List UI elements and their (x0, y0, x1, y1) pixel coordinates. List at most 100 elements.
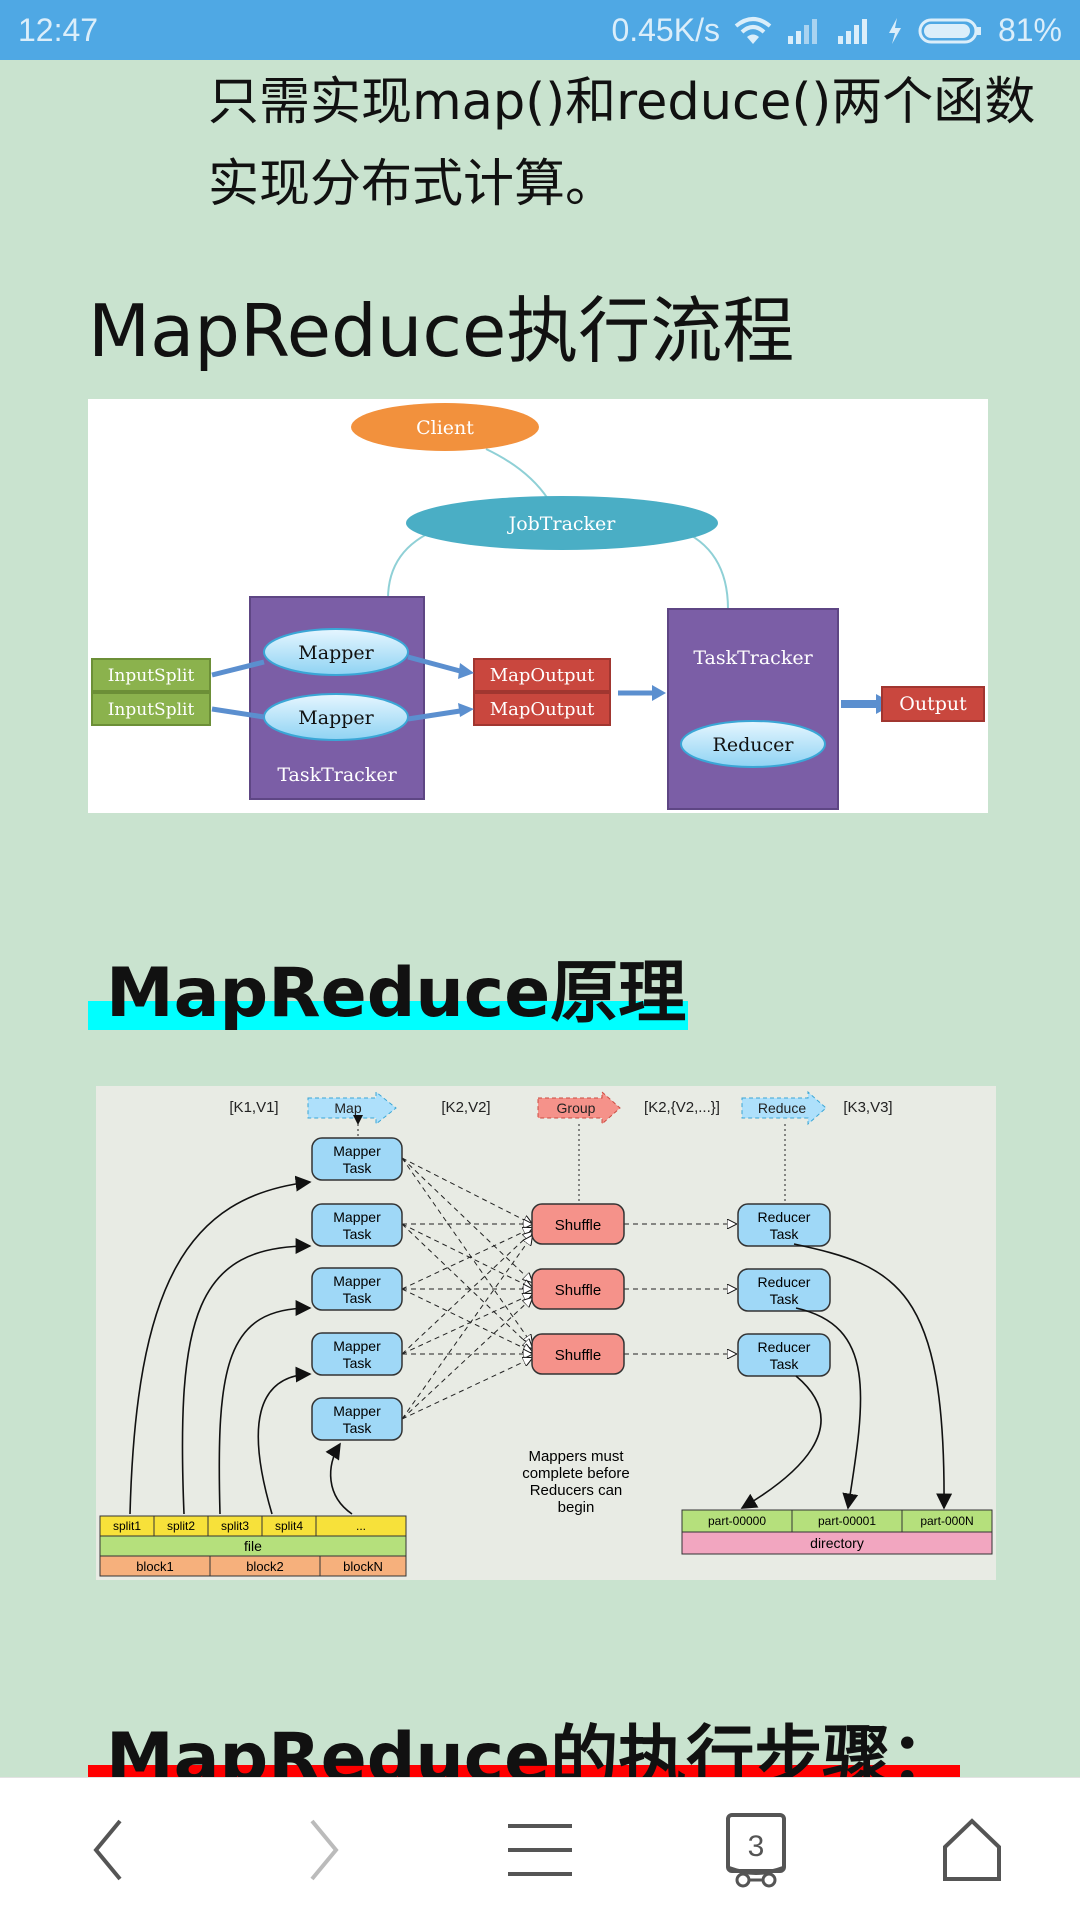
forward-button[interactable] (216, 1778, 432, 1921)
svg-text:part-00000: part-00000 (708, 1514, 766, 1528)
svg-text:Task: Task (343, 1290, 373, 1306)
reducer-task-1: Reducer Task (737, 1203, 831, 1247)
mapper-task-2: Mapper Task (311, 1203, 403, 1247)
figure-execution-flow: Client JobTracker TaskTracker Mapper Map… (88, 399, 988, 813)
svg-text:Reducer: Reducer (758, 1274, 811, 1290)
mapper-2-label: Mapper (298, 707, 374, 729)
charging-icon (888, 17, 901, 44)
svg-text:begin: begin (558, 1499, 595, 1516)
svg-text:Mapper: Mapper (333, 1403, 381, 1419)
mapoutput-1-label: MapOutput (490, 665, 595, 686)
svg-text:complete before: complete before (522, 1465, 630, 1482)
reduce-label: Reduce (758, 1100, 806, 1116)
svg-text:Task: Task (770, 1291, 800, 1307)
home-button[interactable] (864, 1778, 1080, 1921)
menu-icon (508, 1823, 572, 1876)
output-label: Output (899, 693, 967, 715)
svg-text:Reducer: Reducer (758, 1209, 811, 1225)
shuffle-1: Shuffle (531, 1203, 625, 1245)
battery-percent: 81% (997, 12, 1062, 48)
back-button[interactable] (0, 1778, 216, 1921)
browser-bottom-bar: 3 (0, 1777, 1080, 1921)
svg-text:Mappers must: Mappers must (528, 1448, 624, 1465)
svg-text:blockN: blockN (343, 1559, 383, 1574)
svg-text:Shuffle: Shuffle (555, 1282, 601, 1299)
svg-text:Mapper: Mapper (333, 1273, 381, 1289)
svg-text:directory: directory (810, 1535, 864, 1551)
kv1-label: [K1,V1] (229, 1099, 278, 1116)
reduce-arrow-shape (741, 1090, 827, 1126)
mapoutput-2 (473, 692, 611, 726)
mapoutput-1 (473, 658, 611, 692)
svg-text:Mapper: Mapper (333, 1143, 381, 1159)
svg-text:Task: Task (343, 1355, 373, 1371)
input-file-block: split1 split2 split3 split4 ... file blo… (99, 1515, 407, 1577)
article-paragraph: 只需实现map()和reduce()两个函数 实现分布式计算。 (208, 62, 1035, 226)
chevron-right-icon (310, 1819, 339, 1880)
mapper-task-4: Mapper Task (311, 1332, 403, 1376)
tasktracker-right (667, 608, 839, 810)
menu-button[interactable] (432, 1778, 648, 1921)
mapoutput-2-label: MapOutput (490, 699, 595, 720)
home-icon (943, 1817, 1001, 1881)
tabs-incognito-icon: 3 (726, 1812, 786, 1887)
paragraph-line-2: 实现分布式计算。 (208, 155, 617, 214)
battery-icon (918, 18, 981, 43)
inputsplit-1 (91, 658, 211, 692)
svg-text:split2: split2 (167, 1519, 195, 1533)
chevron-left-icon (93, 1819, 122, 1880)
tabs-button[interactable]: 3 (648, 1778, 864, 1921)
map-arrow-shape (307, 1090, 397, 1126)
inputsplit-2 (91, 692, 211, 726)
svg-text:Shuffle: Shuffle (555, 1347, 601, 1364)
jobtracker-label: JobTracker (507, 513, 617, 535)
reducer-node (680, 720, 826, 768)
map-label: Map (334, 1100, 361, 1116)
inputsplit-1-label: InputSplit (108, 666, 195, 686)
svg-text:Mapper: Mapper (333, 1209, 381, 1225)
signal-icon-2 (837, 18, 867, 44)
client-node (351, 403, 539, 451)
client-label: Client (416, 417, 474, 439)
svg-text:Reducers can: Reducers can (530, 1482, 623, 1499)
svg-text:Mapper: Mapper (333, 1338, 381, 1354)
svg-text:file: file (244, 1538, 262, 1554)
mapper-task-5: Mapper Task (311, 1397, 403, 1441)
status-time: 12:47 (18, 12, 99, 48)
tab-count: 3 (748, 1830, 765, 1863)
signal-icon-1 (787, 18, 817, 44)
status-bar: 12:47 0.45K/s 81% (0, 0, 1080, 60)
svg-text:Shuffle: Shuffle (555, 1217, 601, 1234)
svg-text:Task: Task (343, 1420, 373, 1436)
mapper-task-1: Mapper Task (311, 1137, 403, 1181)
mapper-1 (263, 628, 409, 676)
svg-text:split1: split1 (113, 1519, 141, 1533)
svg-text:Task: Task (770, 1356, 800, 1372)
output-node (881, 686, 985, 722)
reducer-task-3: Reducer Task (737, 1333, 831, 1377)
svg-text:part-000N: part-000N (920, 1514, 973, 1528)
svg-text:split4: split4 (275, 1519, 303, 1533)
status-indicators: 0.45K/s 81% (611, 12, 1062, 49)
group-label: Group (557, 1100, 596, 1116)
svg-text:Task: Task (343, 1226, 373, 1242)
reducer-label: Reducer (713, 734, 795, 756)
inputsplit-2-label: InputSplit (108, 700, 195, 720)
shuffle-2: Shuffle (531, 1268, 625, 1310)
article-content[interactable]: 只需实现map()和reduce()两个函数 实现分布式计算。 MapReduc… (0, 60, 1080, 1777)
shuffle-3: Shuffle (531, 1333, 625, 1375)
kv2-label: [K2,V2] (441, 1099, 490, 1116)
svg-text:split3: split3 (221, 1519, 249, 1533)
reducer-task-2: Reducer Task (737, 1268, 831, 1312)
wifi-icon (734, 16, 772, 44)
group-arrow-shape (537, 1090, 621, 1126)
heading-principle: MapReduce原理 (88, 958, 689, 1030)
mapper-1-label: Mapper (298, 642, 374, 664)
svg-text:Task: Task (770, 1226, 800, 1242)
kv3-label: [K3,V3] (843, 1099, 892, 1116)
jobtracker-node (406, 496, 718, 550)
heading-steps: MapReduce的执行步骤： (88, 1718, 961, 1777)
svg-text:Reducer: Reducer (758, 1339, 811, 1355)
output-directory-block: part-00000 part-00001 part-000N director… (681, 1509, 993, 1555)
tasktracker-right-label: TaskTracker (693, 647, 813, 669)
